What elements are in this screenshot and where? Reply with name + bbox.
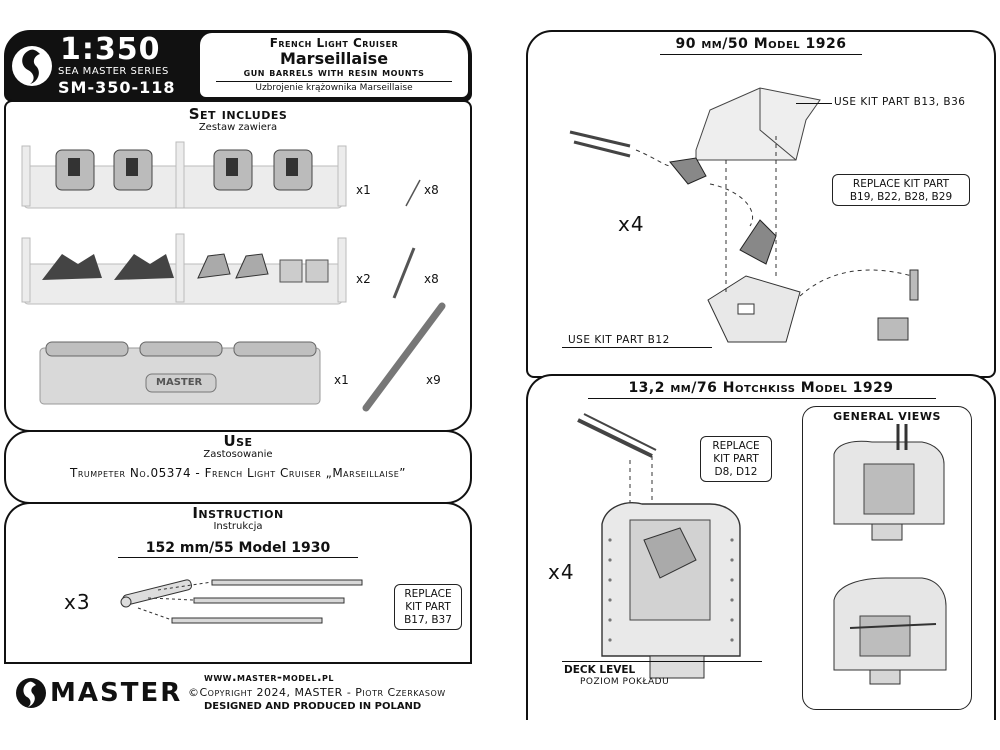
thin-barrel-part: [405, 179, 421, 207]
title-line-2: Marseillaise: [279, 49, 389, 68]
footer-logo: [14, 676, 48, 714]
gun-13-replace-box: REPLACE KIT PART D8, D12: [700, 436, 772, 482]
deck-level-line: [562, 661, 762, 662]
gun-90-replace-line-1: REPLACE KIT PART: [852, 178, 950, 190]
title-box: [200, 33, 468, 97]
general-views-title: GENERAL VIEWS: [833, 410, 941, 423]
code-label: SM-350-118: [58, 78, 176, 97]
big-barrel-part: [362, 302, 446, 412]
gun-13-diagram: [577, 413, 741, 679]
seahorse-icon: [12, 46, 52, 86]
scale-label: 1:350: [60, 32, 161, 67]
instruction-subtitle: Instrukcja: [213, 521, 263, 532]
gun-13-replace-line-2: KIT PART: [713, 453, 759, 465]
set-includes-subtitle: Zestaw zawiera: [198, 122, 278, 133]
instruction-title: Instruction: [192, 504, 284, 522]
gun-90-replace-box: REPLACE KIT PART B19, B22, B28, B29: [832, 174, 970, 206]
gun-152-qty: x3: [64, 590, 91, 614]
set-includes-title: Set includes: [188, 105, 288, 123]
gun-152-replace-box: REPLACE KIT PART B17, B37: [394, 584, 462, 630]
seahorse-icon: [16, 678, 46, 708]
footer-bar: [4, 662, 472, 722]
gun-13-replace-line-1: REPLACE: [712, 440, 760, 452]
resin-sprue-1-qty: x1: [356, 183, 371, 197]
title-divider: [216, 81, 452, 82]
gun-90-diagram: [569, 87, 919, 343]
resin-sprue-1: [21, 141, 347, 209]
resin-base-block: [39, 341, 321, 405]
gun-152-replace-line-3: B17, B37: [404, 614, 452, 626]
title-line-1: French Light Cruiser: [269, 36, 399, 50]
series-label: SEA MASTER SERIES: [58, 66, 169, 77]
gun-90-qty: x4: [618, 212, 645, 236]
title-line-3: gun barrels with resin mounts: [243, 66, 425, 79]
gun-90-use-b12-line: [562, 347, 712, 348]
gun-90-use-b12: USE KIT PART B12: [568, 334, 670, 346]
use-panel: [4, 430, 472, 504]
deck-level-pl-label: POZIOM POKŁADU: [580, 677, 670, 687]
deck-level-label: DECK LEVEL: [564, 664, 636, 676]
general-views-box: [802, 406, 972, 710]
gun-152-replace-line-1: REPLACE: [404, 588, 452, 600]
use-kit: Trumpeter No.05374 - French Light Cruise…: [70, 466, 406, 480]
gun-90-use-b13-line: [796, 103, 832, 104]
gun-90-title: 90 mm/50 Model 1926: [675, 36, 847, 52]
gun-13-title-underline: [588, 398, 936, 399]
gun-90-use-b13: USE KIT PART B13, B36: [834, 96, 966, 108]
gun-90-title-underline: [660, 54, 862, 55]
general-view-bottom: [833, 577, 947, 685]
footer-designed: DESIGNED AND PRODUCED IN POLAND: [204, 701, 422, 712]
gun-90-replace-line-2: B19, B22, B28, B29: [849, 191, 953, 203]
gun-152-replace-line-2: KIT PART: [405, 601, 451, 613]
footer-logo-text: MASTER: [50, 678, 183, 708]
big-barrel-qty: x9: [426, 373, 441, 387]
base-logo: MASTER: [156, 377, 203, 388]
gun-152-title: 152 mm/55 Model 1930: [145, 540, 331, 556]
mid-barrel-part: [392, 247, 416, 299]
logo-emblem: [10, 36, 54, 96]
thin-barrel-qty: x8: [424, 183, 439, 197]
mid-barrel-qty: x8: [424, 272, 439, 286]
gun-152-diagram: [120, 579, 363, 624]
title-polish: Uzbrojenie krążownika Marseillaise: [255, 83, 413, 93]
footer-url: www.master-model.pl: [204, 670, 334, 684]
general-view-top: [833, 424, 945, 541]
gun-13-qty: x4: [548, 560, 575, 584]
resin-base-qty: x1: [334, 373, 349, 387]
resin-sprue-2: [21, 233, 347, 305]
gun-152-title-underline: [118, 557, 358, 558]
use-title: Use: [223, 432, 253, 450]
resin-sprue-2-qty: x2: [356, 272, 371, 286]
use-subtitle: Zastosowanie: [203, 449, 273, 460]
gun-13-replace-line-3: D8, D12: [714, 466, 758, 478]
gun-13-title: 13,2 mm/76 Hotchkiss Model 1929: [628, 380, 894, 396]
footer-copyright: ©Copyright 2024, MASTER - Piotr Czerkaso…: [188, 686, 446, 699]
